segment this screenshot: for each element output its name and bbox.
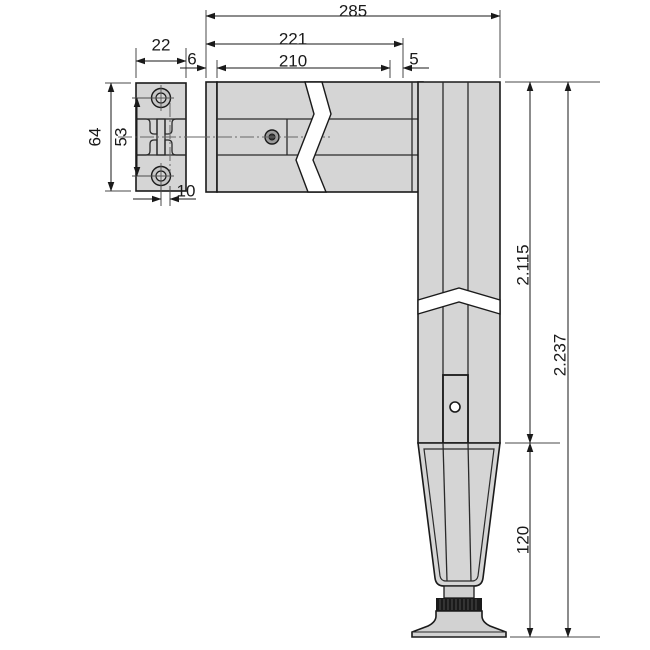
dim-120-label: 120 (513, 526, 532, 554)
foot-facet-line-right (467, 442, 472, 582)
dim-5-label: 5 (409, 49, 418, 68)
side-view-group (118, 82, 200, 192)
foot-knurled-ring (436, 598, 482, 611)
dim-6-label: 6 (187, 49, 196, 68)
right-dimensions-group: 2.115 2.237 120 (505, 81, 600, 638)
side-view-hinge-knuckle-top (136, 118, 186, 135)
dim-22-label: 22 (152, 35, 171, 54)
foot-facet-line-left (442, 442, 448, 582)
dim-64-label: 64 (85, 128, 104, 147)
leg-access-panel-hole (449, 401, 461, 413)
foot-taper-outer (417, 442, 501, 587)
side-view-hinge-knuckle-bottom (136, 139, 186, 156)
arm-break-line (295, 81, 332, 193)
front-view-foot-group (411, 442, 507, 638)
dim-10-label: 10 (177, 181, 196, 200)
dim-53-label: 53 (111, 128, 130, 147)
foot-adjuster-stem (443, 585, 475, 599)
leg-break-line (417, 287, 501, 315)
foot-taper-inner-wall (423, 448, 495, 582)
dim-210-label: 210 (279, 51, 307, 70)
foot-knurl-texture (439, 599, 477, 610)
top-dimensions-group: 285 221 210 6 5 (180, 1, 501, 78)
foot-base-disc (411, 610, 507, 638)
front-view-horizontal-arm-group (196, 81, 424, 193)
dim-2115-label: 2.115 (513, 244, 532, 285)
front-view-vertical-leg-group (417, 81, 501, 444)
leg-access-panel (442, 374, 469, 444)
dim-221-label: 221 (279, 29, 307, 48)
dim-285-label: 285 (339, 1, 367, 20)
side-view-dimensions-group: 22 64 53 10 (85, 35, 196, 206)
dim-2237-label: 2.237 (550, 334, 569, 377)
